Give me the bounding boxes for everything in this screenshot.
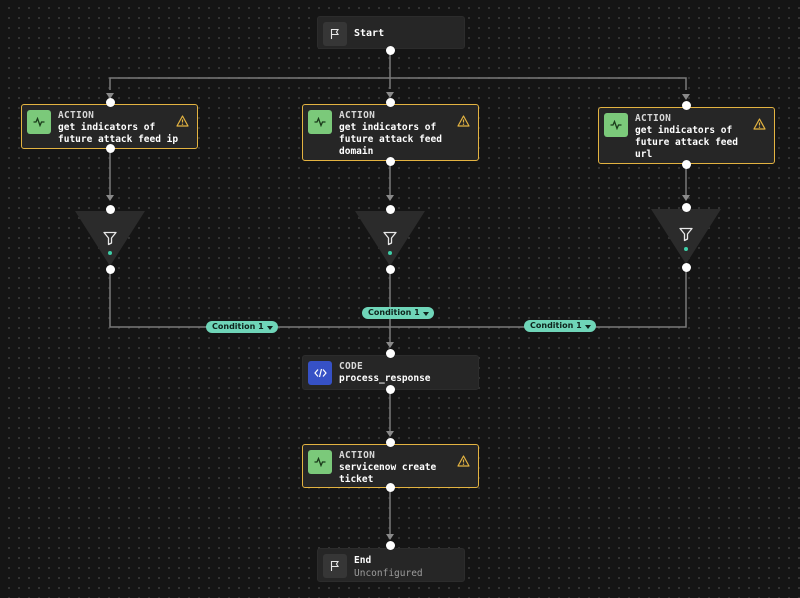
- warning-icon: [457, 455, 470, 467]
- input-port[interactable]: [682, 101, 691, 110]
- input-port[interactable]: [106, 98, 115, 107]
- node-type: ACTION: [58, 110, 95, 121]
- activity-icon: [308, 110, 332, 134]
- condition-label: Condition 1: [212, 322, 264, 331]
- filter-node-domain[interactable]: [355, 211, 425, 266]
- activity-icon: [604, 113, 628, 137]
- output-port[interactable]: [106, 144, 115, 153]
- action-node-feed-ip[interactable]: ACTION get indicators of future attack f…: [21, 104, 198, 149]
- warning-icon: [753, 118, 766, 130]
- input-port[interactable]: [106, 205, 115, 214]
- node-type: ACTION: [635, 113, 672, 124]
- edge-filter-ip-to-code: [109, 270, 390, 328]
- input-port[interactable]: [386, 98, 395, 107]
- action-node-feed-domain[interactable]: ACTION get indicators of future attack f…: [302, 104, 479, 161]
- input-port[interactable]: [386, 205, 395, 214]
- warning-icon: [176, 115, 189, 127]
- filter-node-url[interactable]: [651, 209, 721, 264]
- condition-pill-left[interactable]: Condition 1: [206, 321, 278, 333]
- arrowhead: [106, 93, 114, 99]
- status-dot: [684, 247, 688, 251]
- input-port[interactable]: [682, 203, 691, 212]
- input-port[interactable]: [386, 541, 395, 550]
- condition-label: Condition 1: [368, 308, 420, 317]
- activity-icon: [27, 110, 51, 134]
- start-node[interactable]: Start: [317, 16, 465, 49]
- activity-icon: [308, 450, 332, 474]
- filter-icon: [383, 231, 397, 246]
- filter-icon: [679, 227, 693, 242]
- node-type: ACTION: [339, 450, 376, 461]
- output-port[interactable]: [386, 385, 395, 394]
- arrowhead: [106, 195, 114, 201]
- output-port[interactable]: [386, 483, 395, 492]
- condition-pill-middle[interactable]: Condition 1: [362, 307, 434, 319]
- output-port[interactable]: [386, 265, 395, 274]
- arrowhead: [682, 94, 690, 100]
- arrowhead: [386, 195, 394, 201]
- arrowhead: [386, 534, 394, 540]
- arrowhead: [682, 195, 690, 201]
- status-dot: [388, 251, 392, 255]
- node-title: End: [354, 555, 372, 566]
- action-node-servicenow[interactable]: ACTION servicenow create ticket: [302, 444, 479, 488]
- code-icon: [308, 361, 332, 385]
- end-node[interactable]: End Unconfigured: [317, 548, 465, 582]
- node-title: get indicators of future attack feed url: [635, 125, 738, 160]
- node-title: get indicators of future attack feed dom…: [339, 122, 442, 157]
- warning-icon: [457, 115, 470, 127]
- filter-icon: [103, 231, 117, 246]
- filter-node-ip[interactable]: [75, 211, 145, 266]
- node-title: process_response: [339, 373, 431, 384]
- arrowhead: [386, 342, 394, 348]
- arrowhead: [386, 431, 394, 437]
- status-dot: [108, 251, 112, 255]
- node-title: servicenow create ticket: [339, 462, 437, 485]
- caret-down-icon: [422, 311, 429, 316]
- condition-pill-right[interactable]: Condition 1: [524, 320, 596, 332]
- node-type: ACTION: [339, 110, 376, 121]
- input-port[interactable]: [386, 349, 395, 358]
- input-port[interactable]: [386, 438, 395, 447]
- code-node-process-response[interactable]: CODE process_response: [302, 355, 479, 390]
- node-type: CODE: [339, 361, 364, 372]
- output-port[interactable]: [386, 46, 395, 55]
- caret-down-icon: [266, 325, 273, 330]
- node-subtitle: Unconfigured: [354, 568, 423, 579]
- action-node-feed-url[interactable]: ACTION get indicators of future attack f…: [598, 107, 775, 164]
- output-port[interactable]: [682, 160, 691, 169]
- edge-start-to-actions: [109, 51, 687, 90]
- output-port[interactable]: [682, 263, 691, 272]
- condition-label: Condition 1: [530, 321, 582, 330]
- flag-icon: [323, 22, 347, 46]
- node-title: get indicators of future attack feed ip: [58, 122, 179, 145]
- arrowhead: [386, 92, 394, 98]
- edge-filter-url-to-code: [390, 270, 687, 328]
- output-port[interactable]: [106, 265, 115, 274]
- output-port[interactable]: [386, 157, 395, 166]
- flag-icon: [323, 554, 347, 578]
- caret-down-icon: [584, 324, 591, 329]
- node-title: Start: [354, 28, 385, 39]
